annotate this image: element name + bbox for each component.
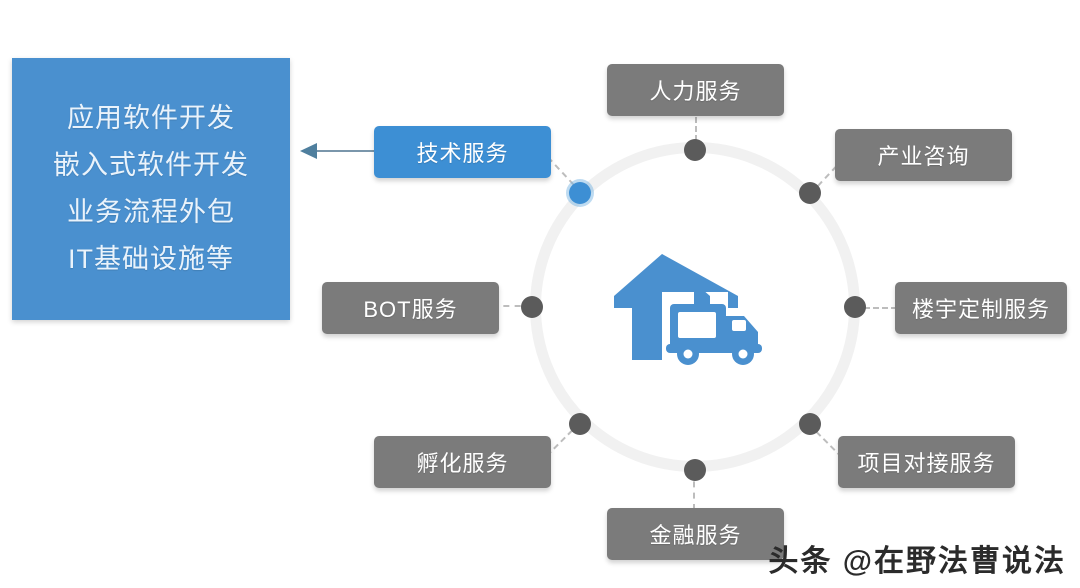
watermark: 头条 @在野法曹说法	[768, 545, 1066, 578]
node-dot-financial-services[interactable]	[684, 459, 706, 481]
node-dot-human-resources-services[interactable]	[684, 139, 706, 161]
chip-label: 金融服务	[649, 523, 742, 548]
service-detail-panel: 应用软件开发 嵌入式软件开发 业务流程外包 IT基础设施等	[12, 58, 290, 320]
chip-label: 项目对接服务	[857, 451, 996, 476]
chip-label: BOT服务	[363, 297, 458, 322]
chip-technical-services[interactable]: 技术服务	[374, 126, 551, 178]
node-dot-technical-services[interactable]	[569, 182, 591, 204]
arrow-shaft	[316, 150, 378, 152]
warehouse-truck-icon	[610, 248, 780, 373]
detail-line: IT基础设施等	[68, 244, 234, 274]
chip-bot-services[interactable]: BOT服务	[322, 282, 499, 334]
pointer-arrow	[300, 140, 378, 162]
chip-label: 技术服务	[416, 141, 509, 166]
chip-incubation-services[interactable]: 孵化服务	[374, 436, 551, 488]
chip-label: 楼宇定制服务	[911, 297, 1050, 322]
detail-line: 嵌入式软件开发	[53, 150, 249, 180]
chip-industry-consulting[interactable]: 产业咨询	[835, 129, 1012, 181]
node-dot-incubation-services[interactable]	[569, 413, 591, 435]
connector-line	[855, 307, 897, 309]
chip-human-resources-services[interactable]: 人力服务	[607, 64, 784, 116]
detail-line: 应用软件开发	[67, 103, 235, 133]
arrow-head-icon	[300, 143, 317, 159]
chip-label: 产业咨询	[877, 144, 970, 169]
node-dot-bot-services[interactable]	[521, 296, 543, 318]
detail-line: 业务流程外包	[67, 197, 235, 227]
node-dot-industry-consulting[interactable]	[799, 182, 821, 204]
node-dot-building-customization-services[interactable]	[844, 296, 866, 318]
node-dot-project-matching-services[interactable]	[799, 413, 821, 435]
chip-building-customization-services[interactable]: 楼宇定制服务	[895, 282, 1067, 334]
chip-financial-services[interactable]: 金融服务	[607, 508, 784, 560]
chip-label: 孵化服务	[416, 451, 509, 476]
chip-project-matching-services[interactable]: 项目对接服务	[838, 436, 1015, 488]
chip-label: 人力服务	[649, 79, 742, 104]
